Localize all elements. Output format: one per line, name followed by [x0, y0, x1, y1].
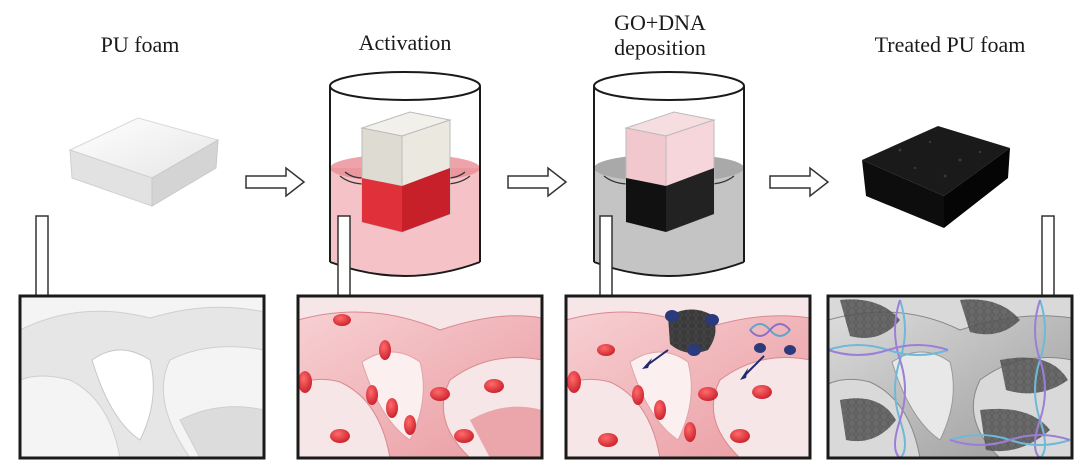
- dna-helices: [827, 299, 1071, 459]
- arrow-right-2-icon: [507, 166, 568, 198]
- graphene-oxide-sheet: [665, 309, 719, 356]
- panel-pu-foam-structure: [18, 294, 266, 460]
- panel-treated-structure: [826, 294, 1074, 460]
- step-label-activation: Activation: [358, 30, 452, 55]
- dna-strand: [749, 323, 796, 355]
- deposition-arrows-icon: [642, 349, 765, 380]
- deposition-particles: [567, 344, 772, 447]
- activation-beaker: [329, 71, 481, 277]
- panel-activated-structure: [296, 294, 544, 460]
- arrow-right-3-icon: [769, 166, 830, 198]
- pu-foam-block: [68, 117, 220, 207]
- step-label-go-dna-deposition: GO+DNA deposition: [614, 10, 706, 60]
- arrow-right-1-icon: [245, 166, 306, 198]
- activation-particles: [298, 314, 504, 443]
- deposition-beaker: [593, 71, 745, 277]
- graphene-sheets: [840, 299, 1068, 452]
- treated-foam-block: [862, 126, 1010, 228]
- step-label-treated-pu-foam: Treated PU foam: [874, 32, 1026, 57]
- panel-deposition-structure: [564, 294, 812, 460]
- step-label-pu-foam: PU foam: [100, 32, 180, 57]
